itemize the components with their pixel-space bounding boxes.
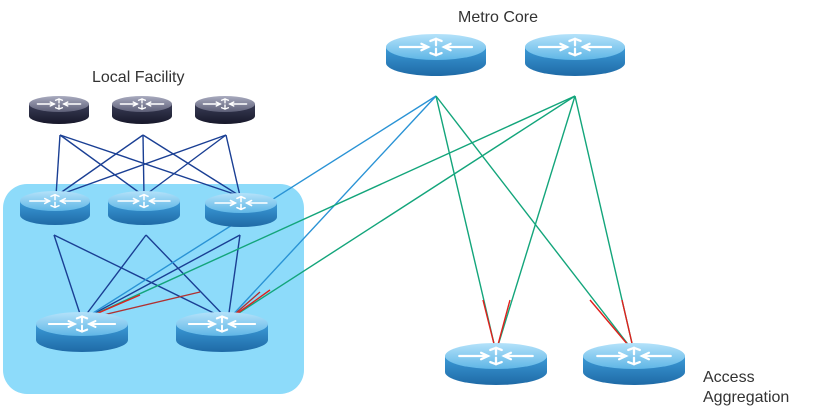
local-dist-router-3-top [205,193,277,213]
metro-core-router-1-top [386,34,486,60]
local-core-router-3 [195,96,255,124]
local-core-router-3-arrows-icon [202,98,248,110]
local-edge-router-2 [176,312,268,352]
local-links-lower [53,234,241,321]
access-router-2-arrows-icon [596,346,672,366]
access-aggregation-label: Access Aggregation [703,368,789,408]
metro-core-label: Metro Core [458,9,539,26]
local-core-router-2-arrows-icon [119,98,165,110]
local-dist-router-3-arrows-icon [214,195,268,211]
local-dist-router-2 [108,191,180,225]
local-core-router-1-arrows-icon [36,98,82,110]
local-core-router-3-top [195,96,255,112]
local-dist-router-2-top [108,191,180,211]
local-edge-router-2-arrows-icon [187,315,257,333]
metro-core-router-2 [525,34,625,76]
local-dist-router-1-top [20,191,90,211]
local-dist-router-1 [20,191,90,225]
local-core-router-1-top [29,96,89,112]
local-dist-router-3 [205,193,277,227]
local-facility-label: Local Facility [92,69,185,86]
metro-core-router-2-arrows-icon [537,37,613,57]
access-router-1 [445,343,547,385]
access-router-1-arrows-icon [458,346,534,366]
local-edge-router-2-top [176,312,268,336]
access-aggregation-label-line2: Aggregation [703,389,790,406]
access-aggregation-label-line1: Access [703,369,755,386]
metro-core-router-2-top [525,34,625,60]
local-core-router-2-top [112,96,172,112]
local-links-upper [55,134,241,197]
routers-layer [20,34,685,385]
metro-core-router-1 [386,34,486,76]
local-edge-router-1-top [36,312,128,336]
local-edge-router-1-arrows-icon [47,315,117,333]
metro-core-router-1-arrows-icon [398,37,474,57]
access-router-2-top [583,343,685,369]
local-edge-router-1 [36,312,128,352]
metro-to-access-links [435,95,635,353]
local-dist-router-1-arrows-icon [29,193,81,209]
local-core-router-1 [29,96,89,124]
local-dist-router-2-arrows-icon [117,193,171,209]
access-router-2 [583,343,685,385]
access-router-1-top [445,343,547,369]
local-core-router-2 [112,96,172,124]
